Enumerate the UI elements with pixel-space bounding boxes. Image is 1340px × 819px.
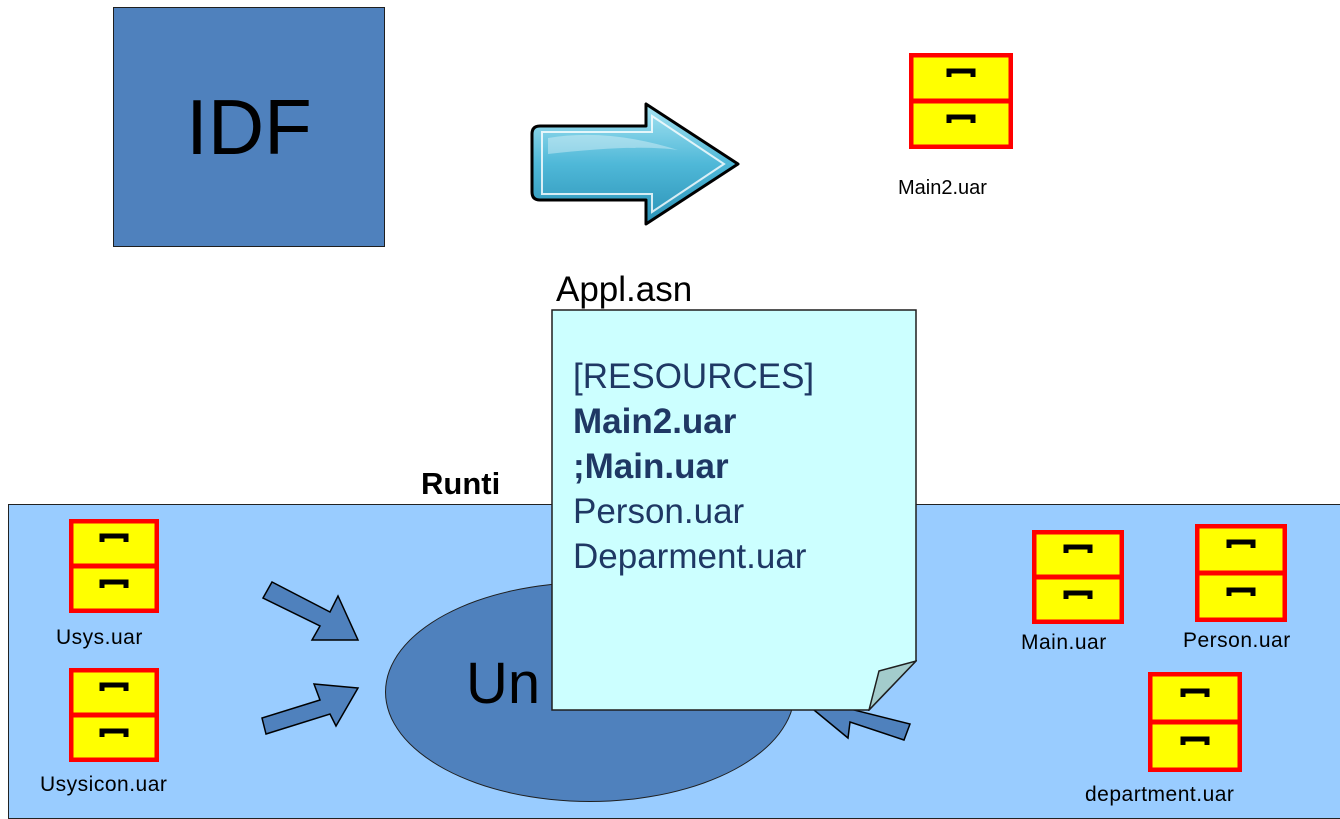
note-line: Deparment.uar [573, 537, 807, 576]
appl-label: Appl.asn [556, 270, 693, 309]
person-label: Person.uar [1183, 629, 1291, 652]
big-arrow-icon [530, 102, 740, 226]
small-arrow-icon [261, 581, 360, 641]
file-cabinet-icon [1195, 524, 1287, 622]
usys-label: Usys.uar [56, 626, 143, 649]
small-arrow-icon [261, 683, 360, 735]
usysicon-label: Usysicon.uar [40, 773, 168, 796]
idf-label: IDF [186, 82, 312, 171]
note-line: ;Main.uar [573, 447, 729, 486]
main2-resource-label: Main2.uar [898, 177, 987, 199]
engine-label: Un [466, 651, 541, 716]
resources-note-text: [RESOURCES] Main2.uar ;Main.uar Person.u… [573, 354, 814, 579]
note-line: [RESOURCES] [573, 357, 815, 396]
file-cabinet-icon [1148, 672, 1242, 772]
main-label: Main.uar [1021, 631, 1107, 654]
department-label: department.uar [1085, 783, 1235, 806]
note-line: Main2.uar [573, 402, 737, 441]
file-cabinet-icon [909, 53, 1013, 149]
runtime-label: Runti [421, 466, 501, 501]
document-note-icon [551, 309, 917, 711]
file-cabinet-icon [69, 668, 159, 762]
file-cabinet-icon [1032, 530, 1124, 624]
file-cabinet-icon [69, 519, 159, 613]
idf-box: IDF [113, 7, 385, 247]
note-line: Person.uar [573, 492, 745, 531]
